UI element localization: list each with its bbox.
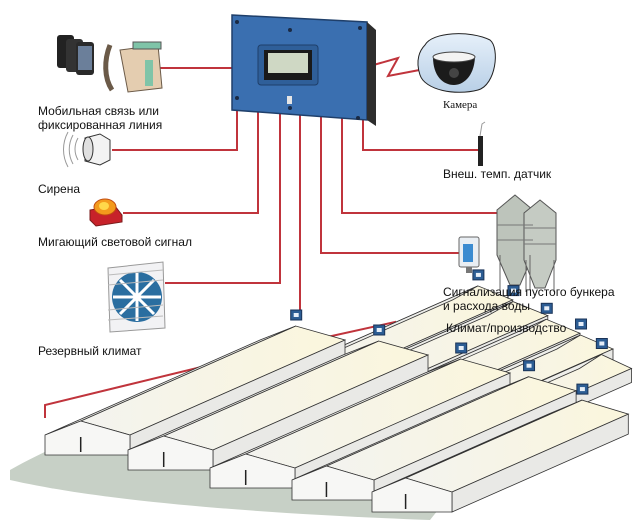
line-siren bbox=[112, 110, 238, 151]
silo-icon bbox=[496, 194, 557, 292]
label-silo-line2: и расхода воды bbox=[443, 299, 530, 313]
label-silo-line1: Сигнализация пустого бункера bbox=[443, 285, 615, 299]
controller-unit[interactable] bbox=[231, 14, 376, 126]
line-backup bbox=[165, 112, 281, 284]
barn-controller-icon bbox=[472, 269, 485, 281]
barn-controller-icon bbox=[576, 383, 589, 395]
thermometer-icon bbox=[478, 121, 486, 166]
barn-controller-icon bbox=[373, 324, 386, 336]
line-flow bbox=[341, 114, 500, 214]
barn-controller-icon bbox=[507, 285, 520, 297]
beacon-icon bbox=[89, 198, 123, 227]
line-temp bbox=[362, 114, 478, 151]
label-phones-line2: фиксированная линия bbox=[38, 118, 163, 132]
barn-front-2 bbox=[127, 324, 430, 471]
line-camera bbox=[362, 56, 431, 78]
label-phones-line1: Мобильная связь или bbox=[38, 104, 160, 118]
barn-controller-icon bbox=[523, 360, 536, 372]
barn-controller-icon bbox=[290, 309, 303, 321]
controller-screen bbox=[268, 53, 308, 73]
barn-controller-icon bbox=[575, 318, 588, 330]
fan-icon bbox=[107, 261, 166, 333]
barn-controller-icon bbox=[595, 338, 608, 349]
flow-sensor-icon bbox=[458, 236, 480, 273]
label-climate: Климат/производство bbox=[446, 321, 567, 335]
barn-controller-icon bbox=[455, 342, 468, 354]
barn-front-5 bbox=[371, 383, 630, 513]
label-flash: Мигающий световой сигнал bbox=[38, 235, 192, 249]
line-silo bbox=[320, 114, 460, 254]
label-ext-temp: Внеш. темп. датчик bbox=[443, 167, 552, 181]
barn-controller-icon bbox=[540, 302, 553, 314]
siren-icon bbox=[63, 131, 111, 168]
label-backup: Резервный климат bbox=[38, 344, 142, 358]
phone-icon bbox=[57, 35, 163, 93]
label-siren: Сирена bbox=[38, 182, 81, 196]
line-flash bbox=[123, 110, 259, 214]
connection-lines bbox=[44, 56, 500, 418]
label-camera: Камера bbox=[443, 99, 478, 111]
barn-group bbox=[44, 269, 633, 513]
camera-icon bbox=[417, 33, 496, 93]
